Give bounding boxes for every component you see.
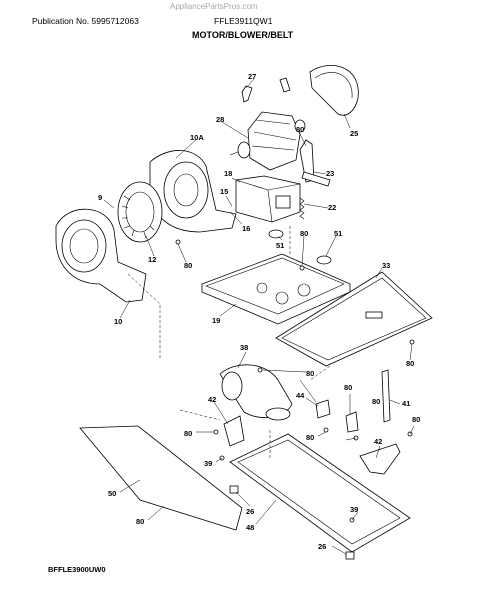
drive-belt [309, 64, 359, 116]
callout-48: 48 [246, 523, 254, 532]
rail [381, 369, 391, 423]
callout-41: 41 [402, 399, 410, 408]
callout-15: 15 [220, 187, 228, 196]
callout-33: 33 [382, 261, 390, 270]
callout-28: 28 [216, 115, 224, 124]
callout-16: 16 [242, 224, 250, 233]
callout-12: 12 [148, 255, 156, 264]
callout-44: 44 [296, 391, 305, 400]
callout-26: 26 [246, 507, 254, 516]
callout-51: 51 [276, 241, 284, 250]
callout-50: 50 [108, 489, 116, 498]
callout-42: 42 [374, 437, 382, 446]
callout-22: 22 [328, 203, 336, 212]
callout-10: 10 [114, 317, 122, 326]
motor-icon [229, 111, 306, 171]
screw-icon [175, 239, 415, 523]
callout-80: 80 [184, 429, 192, 438]
callout-19: 19 [212, 316, 220, 325]
foot-pad [345, 551, 355, 560]
callout-80: 80 [136, 517, 144, 526]
callout-25: 25 [350, 129, 358, 138]
idler-arm [299, 139, 331, 187]
page-title: MOTOR/BLOWER/BELT [192, 30, 294, 40]
support-bracket [223, 415, 245, 447]
spring-icon [299, 197, 305, 220]
publication-number: Publication No. 5995712063 [32, 16, 139, 26]
foot-pad [229, 485, 239, 494]
callout-10a: 10A [190, 133, 204, 142]
callout-39: 39 [350, 505, 358, 514]
callout-labels: 27 25 28 80 23 10A 18 15 9 22 16 51 80 5… [98, 72, 420, 551]
callout-80: 80 [406, 359, 414, 368]
bracket-clip [345, 411, 359, 433]
callout-51: 51 [334, 229, 342, 238]
callout-23: 23 [326, 169, 334, 178]
callout-80: 80 [306, 369, 314, 378]
callout-80: 80 [344, 383, 352, 392]
base-plate [275, 271, 433, 367]
callout-80: 80 [300, 229, 308, 238]
blower-wheel-icon [117, 181, 163, 243]
callout-26: 26 [318, 542, 326, 551]
model-number: FFLE3911QW1 [214, 16, 273, 26]
motor-mount [235, 175, 301, 223]
bracket-clip [315, 399, 331, 419]
callout-80: 80 [184, 261, 192, 270]
callout-42: 42 [208, 395, 216, 404]
callout-80: 80 [412, 415, 420, 424]
watermark: AppliancePartsPros.com [170, 2, 258, 11]
support-bracket [359, 443, 401, 475]
leader-lines [103, 78, 415, 555]
base-frame [229, 433, 411, 553]
callout-39: 39 [204, 459, 212, 468]
callout-18: 18 [224, 169, 232, 178]
duct-transition [219, 364, 293, 421]
blower-housing [149, 150, 237, 233]
callout-80: 80 [296, 125, 304, 134]
grommet [316, 255, 332, 265]
grommet [268, 229, 284, 239]
callout-38: 38 [240, 343, 248, 352]
exhaust-duct [55, 208, 147, 303]
callout-9: 9 [98, 193, 102, 202]
callout-80: 80 [372, 397, 380, 406]
callout-80: 80 [306, 433, 314, 442]
front-panel [79, 425, 243, 531]
callout-27: 27 [248, 72, 256, 81]
clip-icon [241, 77, 291, 103]
footer-code: BFFLE3900UW0 [48, 565, 106, 574]
